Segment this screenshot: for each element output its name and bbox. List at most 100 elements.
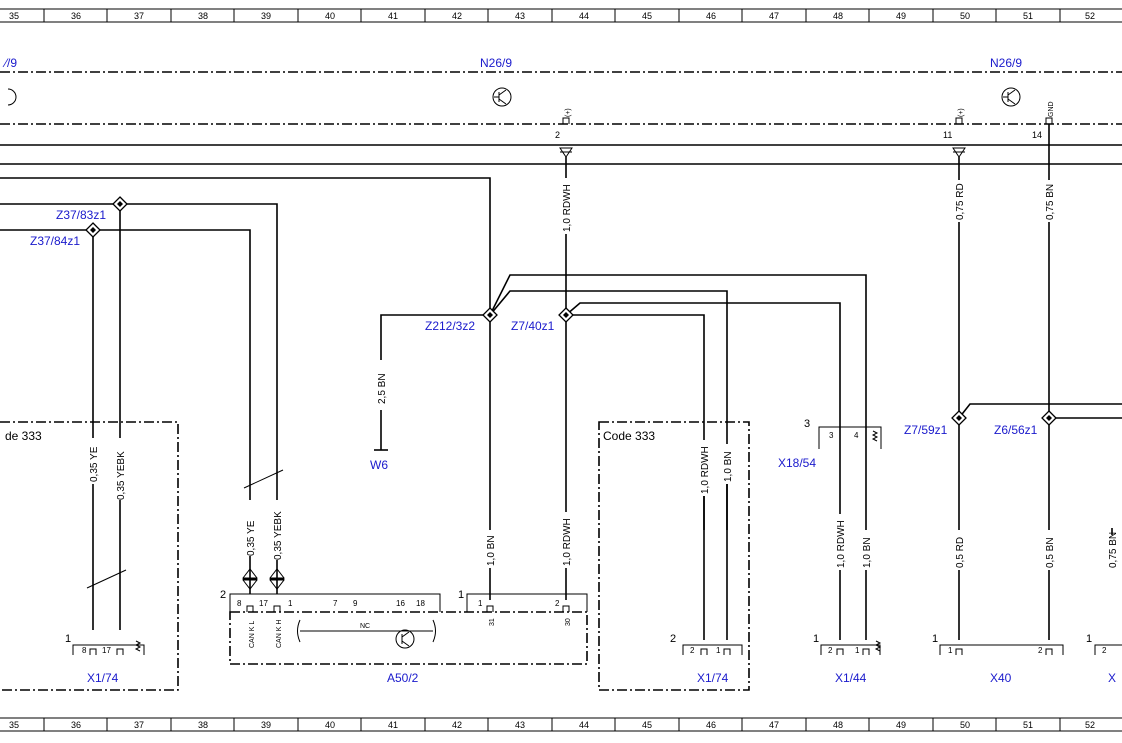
grid-col-50-bottom: 50 — [960, 720, 970, 730]
grid-col-45-bottom: 45 — [642, 720, 652, 730]
x1-74-right-pin: 2 — [690, 646, 695, 655]
x18-pin-count: 3 — [804, 418, 810, 430]
x1-44-pin: 1 — [855, 646, 860, 655]
x1-74-right-count: 2 — [670, 633, 676, 645]
splice-icon — [482, 307, 498, 323]
grid-col-41-bottom: 41 — [388, 720, 398, 730]
pin-terminal-icon — [89, 648, 1053, 655]
code-333-label-left: de 333 — [5, 429, 42, 443]
grid-col-50-top: 50 — [960, 11, 970, 21]
wire-label: 1,0 RDWH — [836, 520, 847, 568]
n26-pin2-sign: (+) — [565, 108, 572, 117]
grid-col-44-bottom: 44 — [579, 720, 589, 730]
grid-col-47-bottom: 47 — [769, 720, 779, 730]
grid-col-37-top: 37 — [134, 11, 144, 21]
x-partial-pin: 2 — [1102, 646, 1107, 655]
spring-contact-icon — [134, 430, 882, 652]
splice-icon — [1041, 410, 1057, 426]
grid-ruler-bottom: 35 36 37 38 39 40 41 42 43 44 45 46 47 4… — [0, 717, 1122, 732]
grid-col-39-top: 39 — [261, 11, 271, 21]
a50-pin: 18 — [416, 599, 425, 608]
x1-74-left-pin: 8 — [82, 646, 87, 655]
x18-54-label: X18/54 — [778, 456, 816, 470]
grid-col-42-top: 42 — [452, 11, 462, 21]
x1-44-label: X1/44 — [835, 671, 867, 685]
grid-col-45-top: 45 — [642, 11, 652, 21]
w6-ground-label: W6 — [370, 458, 388, 472]
splice-icon — [85, 222, 101, 238]
a50-pin: 2 — [555, 599, 560, 608]
wire-label: 0,75 BN — [1108, 532, 1119, 568]
x-partial-label: X — [1108, 671, 1116, 685]
grid-col-49-bottom: 49 — [896, 720, 906, 730]
wire-label: 2,5 BN — [377, 373, 388, 404]
grid-col-48-top: 48 — [833, 11, 843, 21]
x18-pin-b: 4 — [854, 431, 859, 440]
x1-74-left-pin: 17 — [102, 646, 111, 655]
wire-label: 1,0 BN — [486, 535, 497, 566]
grid-ruler-top: 35 36 37 38 39 40 41 42 43 44 45 46 47 4… — [0, 8, 1122, 23]
grid-col-51-top: 51 — [1023, 11, 1033, 21]
grid-col-41-top: 41 — [388, 11, 398, 21]
grid-col-35-top: 35 — [9, 11, 19, 21]
splice-z7-40z1: Z7/40z1 — [511, 319, 555, 333]
a50-pin: 16 — [396, 599, 405, 608]
a50-pin: 17 — [259, 599, 268, 608]
grid-col-48-bottom: 48 — [833, 720, 843, 730]
code-333-box-left — [0, 421, 179, 691]
grid-col-36-bottom: 36 — [71, 720, 81, 730]
splice-icon — [112, 196, 128, 212]
grid-col-42-bottom: 42 — [452, 720, 462, 730]
a50-pin: 7 — [333, 599, 338, 608]
wire-label: 1,0 BN — [723, 451, 734, 482]
grid-col-43-bottom: 43 — [515, 720, 525, 730]
wire-label: 0,75 BN — [1045, 184, 1056, 220]
x1-74-left-label: X1/74 — [87, 671, 119, 685]
transistor-icon — [7, 88, 17, 106]
grid-col-52-bottom: 52 — [1085, 720, 1095, 730]
wire-label: 1,0 BN — [862, 537, 873, 568]
n26-9-label-right: N26/9 — [990, 56, 1022, 70]
a50-2-module — [229, 593, 588, 665]
wire-label: 1,0 RDWH — [700, 446, 711, 494]
n26-9-module-band — [0, 71, 1122, 125]
wire-label: 1,0 RDWH — [562, 518, 573, 566]
x1-74-left-count: 1 — [65, 633, 71, 645]
wire-label: 0,35 YE — [89, 446, 100, 482]
wire-label: 0,35 YE — [246, 520, 257, 556]
grid-col-38-bottom: 38 — [198, 720, 208, 730]
grid-col-47-top: 47 — [769, 11, 779, 21]
wire-label: 0,5 BN — [1045, 537, 1056, 568]
a50-pin: 8 — [237, 599, 242, 608]
transistor-icon — [1001, 87, 1021, 107]
splice-icon — [558, 307, 574, 323]
a50-pin: 9 — [353, 599, 358, 608]
x40-count: 1 — [932, 633, 938, 645]
a50-pin: 1 — [478, 599, 483, 608]
x-partial-count: 1 — [1086, 633, 1092, 645]
wire-label: 1,0 RDWH — [562, 184, 573, 232]
nc-label: NC — [360, 623, 370, 630]
code-333-label-right: Code 333 — [603, 429, 655, 443]
splice-icon — [951, 410, 967, 426]
grid-col-46-bottom: 46 — [706, 720, 716, 730]
n26-pin11: 11 — [943, 130, 952, 140]
grid-col-36-top: 36 — [71, 11, 81, 21]
grid-col-38-top: 38 — [198, 11, 208, 21]
wire-label: 0,35 YEBK — [116, 451, 127, 500]
n26-9-label-center: N26/9 — [480, 56, 512, 70]
splice-z37-83z1: Z37/83z1 — [56, 208, 106, 222]
a50-2-label: A50/2 — [387, 671, 419, 685]
a50-conn-count-a: 2 — [220, 589, 226, 601]
x18-54-connector — [818, 426, 882, 449]
x1-74-right-pin: 1 — [716, 646, 721, 655]
splice-z6-56z1: Z6/56z1 — [994, 423, 1038, 437]
connector-triangle-icon — [559, 147, 966, 158]
wire-label: 0,35 YEBK — [273, 511, 284, 560]
grid-col-39-bottom: 39 — [261, 720, 271, 730]
can-low-label: CAN K L — [249, 621, 256, 648]
x18-pin-a: 3 — [829, 431, 834, 440]
grid-col-49-top: 49 — [896, 11, 906, 21]
x1-44-pin: 2 — [828, 646, 833, 655]
